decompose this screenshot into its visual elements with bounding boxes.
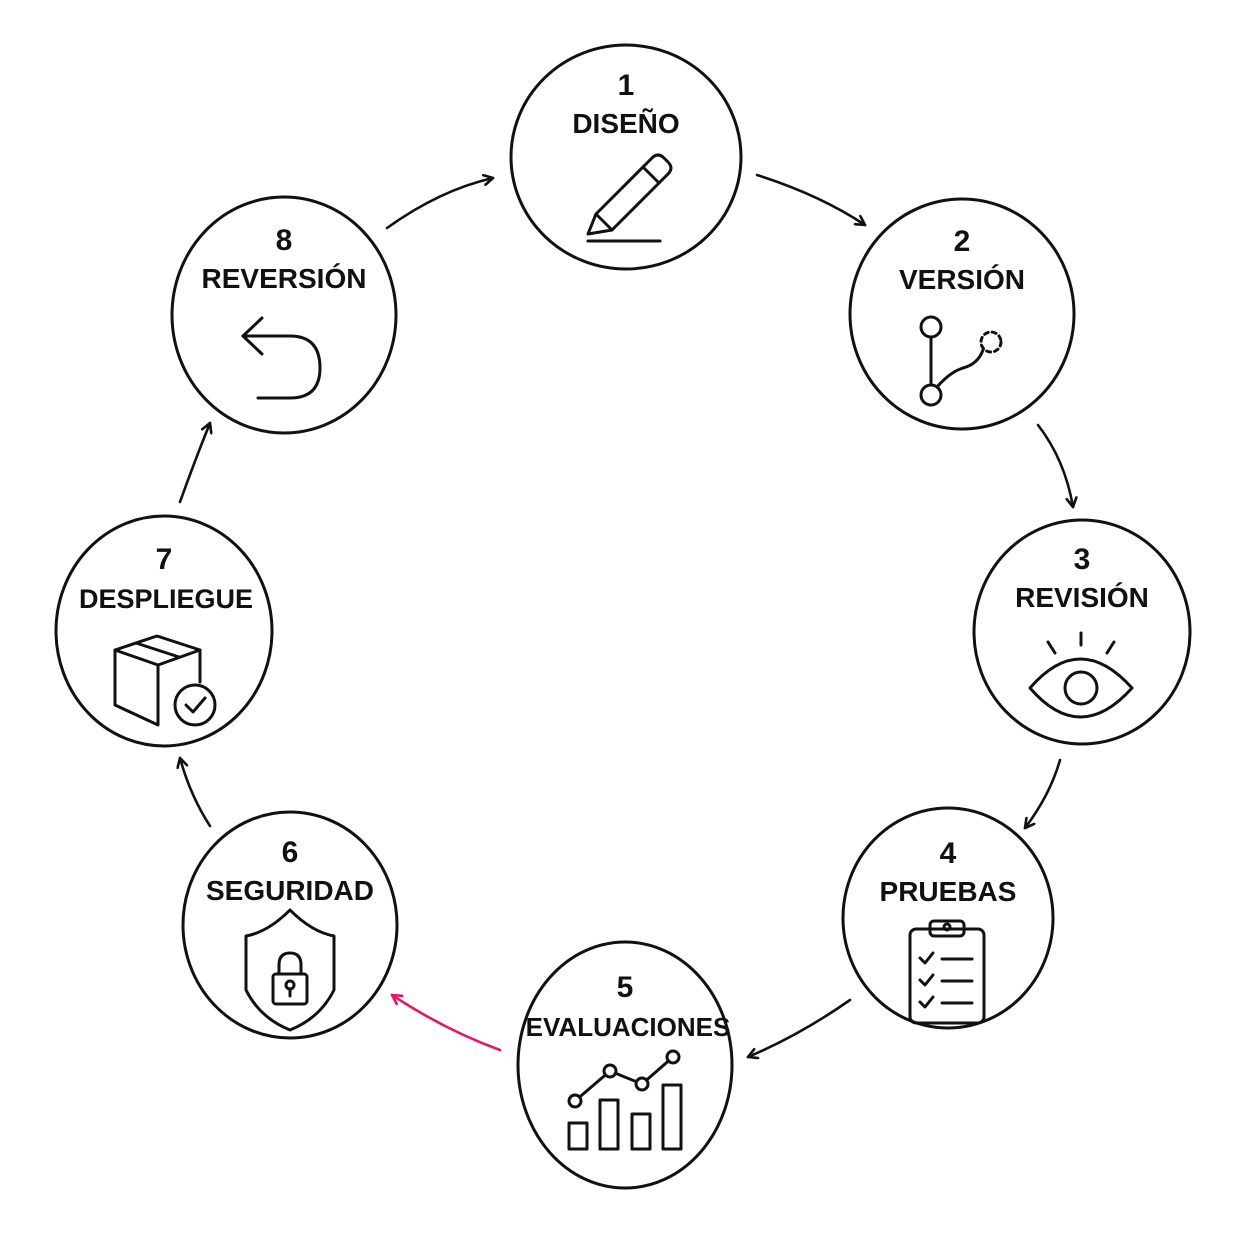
step-node-2: 2 VERSIÓN	[848, 197, 1076, 431]
step-label: VERSIÓN	[899, 264, 1025, 295]
arrow-5-to-6	[390, 993, 502, 1052]
step-number: 4	[940, 837, 957, 870]
pencil-icon	[586, 153, 673, 243]
step-node-3: 3 REVISIÓN	[972, 518, 1192, 746]
step-circle	[181, 810, 399, 1040]
step-circle	[509, 43, 743, 271]
clipboard-checklist-icon	[908, 919, 986, 1025]
step-node-7: 7 DESPLIEGUE	[54, 514, 274, 748]
eye-icon	[1028, 631, 1134, 719]
shield-lock-icon	[244, 908, 336, 1032]
step-label: EVALUACIONES	[526, 1012, 731, 1042]
arrow-6-to-7	[180, 756, 212, 828]
cycle-arrows	[178, 173, 1073, 1057]
step-number: 1	[618, 69, 635, 102]
step-circle	[841, 806, 1055, 1030]
git-branch-icon	[919, 315, 1003, 407]
step-label: REVERSIÓN	[202, 263, 367, 294]
step-node-4: 4 PRUEBAS	[841, 806, 1055, 1030]
step-circle	[516, 940, 734, 1190]
step-number: 5	[617, 971, 634, 1004]
arrow-3-to-4	[1023, 758, 1062, 830]
step-circle	[170, 195, 398, 435]
step-label: DISEÑO	[572, 108, 679, 139]
step-node-6: 6 SEGURIDAD	[181, 810, 399, 1040]
step-label: REVISIÓN	[1015, 582, 1149, 613]
step-node-5: 5 EVALUACIONES	[516, 940, 734, 1190]
step-number: 7	[156, 543, 173, 576]
step-circle	[848, 197, 1076, 431]
step-label: PRUEBAS	[880, 876, 1017, 907]
step-label: SEGURIDAD	[206, 875, 374, 906]
step-label: DESPLIEGUE	[79, 584, 253, 614]
arrow-8-to-1	[385, 178, 495, 230]
step-number: 6	[282, 836, 299, 869]
arrow-1-to-2	[755, 173, 867, 227]
step-node-8: 8 REVERSIÓN	[170, 195, 398, 435]
arrow-2-to-3	[1036, 423, 1073, 509]
arrow-7-to-8	[178, 421, 210, 504]
bar-line-chart-icon	[567, 1049, 683, 1151]
step-number: 8	[276, 224, 293, 257]
step-number: 3	[1074, 543, 1091, 576]
step-node-1: 1 DISEÑO	[509, 43, 743, 271]
arrow-4-to-5	[746, 998, 852, 1057]
step-number: 2	[954, 225, 971, 258]
box-check-icon	[113, 634, 217, 727]
undo-arrow-icon	[241, 316, 322, 400]
step-circle	[54, 514, 274, 748]
